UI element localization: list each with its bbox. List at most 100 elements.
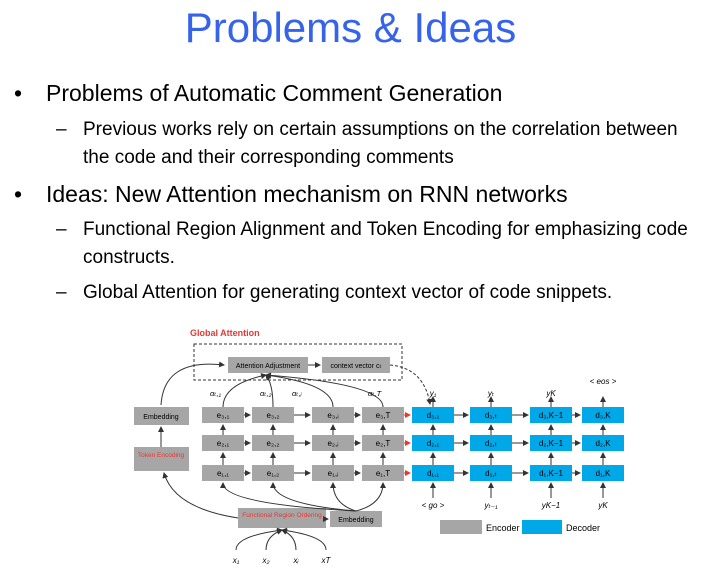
token-encoding-box	[134, 447, 189, 471]
encoder-cell-label: e₂,₂	[267, 439, 280, 448]
encoder-input-arrow	[270, 482, 357, 512]
encoder-cell-label: e₂,₁	[217, 439, 230, 448]
encoder-cell-label: e₃,ᵢ	[327, 411, 338, 420]
attention-weight-label: αₜ,T	[368, 389, 383, 398]
subbullet-assumptions: – Previous works rely on certain assumpt…	[56, 116, 696, 172]
encoder-cell	[312, 465, 354, 481]
bullet-ideas-text: Ideas: New Attention mechanism on RNN ne…	[46, 181, 568, 207]
embedding-bottom-label: Embedding	[338, 517, 374, 524]
legend-decoder-swatch	[522, 520, 562, 534]
attention-weight-arrow	[265, 372, 384, 408]
attention-weight-label: αₜ,ᵢ	[292, 389, 303, 398]
token-input-arrow	[265, 528, 283, 551]
slide-title: Problems & Ideas	[184, 4, 517, 51]
decoder-cell-label: d₃,₁	[427, 411, 440, 420]
attention-weight-label: αₜ,₁	[210, 389, 222, 398]
decoder-input-label: yK	[597, 501, 608, 510]
subbullet-marker: –	[56, 119, 67, 140]
output-label: < eos >	[590, 377, 617, 386]
subbullet-alignment: – Functional Region Alignment and Token …	[56, 216, 701, 272]
encoder-input-arrow	[220, 482, 357, 512]
context-vector-label: context vector cₜ	[330, 363, 381, 370]
decoder-cell	[582, 435, 624, 451]
decoder-cell-label: d₂,ₜ	[485, 439, 497, 448]
encoder-cell	[252, 435, 294, 451]
encoder-cell	[312, 407, 354, 423]
decoder-cell	[530, 465, 572, 481]
legend-encoder-swatch	[440, 520, 482, 534]
decoder-cell	[412, 465, 454, 481]
context-vector-box	[322, 357, 390, 373]
token-input-arrow	[281, 529, 297, 551]
bullet-ideas: • Ideas: New Attention mechanism on RNN n…	[14, 181, 568, 208]
decoder-cell	[470, 407, 512, 423]
encoder-cell	[362, 465, 404, 481]
subbullet-assumptions-text: Previous works rely on certain assumptio…	[83, 119, 678, 168]
encoder-cell-label: e₃,T	[376, 411, 391, 420]
output-label: yK	[545, 389, 556, 398]
decoder-cell	[470, 435, 512, 451]
legend-encoder-label: Encoder	[486, 523, 520, 533]
token-input-arrow	[281, 527, 327, 551]
decoder-cell-label: d₂,K−1	[539, 439, 564, 448]
subbullet-marker: –	[56, 219, 67, 240]
decoder-input-label: yₜ₋₁	[483, 501, 498, 510]
encoder-input-arrow	[330, 482, 357, 512]
functional-region-box	[238, 508, 326, 528]
bullet-problems-text: Problems of Automatic Comment Generation	[46, 80, 503, 106]
embedding-bottom-box	[330, 511, 382, 527]
decoder-cell	[582, 407, 624, 423]
decoder-input-labels: < go > yₜ₋₁ yK−1 yK	[422, 501, 609, 510]
bullet-marker: •	[14, 181, 23, 207]
decoder-cell-label: d₁,ₜ	[485, 469, 497, 478]
decoder-cell-label: d₂,₁	[427, 439, 440, 448]
input-token-label: xᵢ	[293, 556, 300, 565]
encoder-cell-label: e₁,₁	[217, 469, 229, 478]
encoder-cell	[202, 407, 244, 423]
decoder-cell-label: d₁,K−1	[539, 469, 563, 478]
functional-region-label: Functional Region Ordering	[242, 512, 322, 519]
decoder-cell	[530, 435, 572, 451]
decoder-input-label: < go >	[422, 501, 445, 510]
embedding-top-box	[134, 407, 189, 425]
architecture-diagram: Global Attention Attention Adjustment co…	[134, 328, 624, 565]
bullet-problems: • Problems of Automatic Comment Generatio…	[14, 80, 502, 107]
decoder-cell-label: d₁,₁	[427, 469, 439, 478]
encoder-cell-label: e₁,ᵢ	[328, 469, 339, 478]
subbullet-global-attention-text: Global Attention for generating context …	[83, 282, 613, 303]
encoder-cell	[362, 407, 404, 423]
encoder-cell	[252, 407, 294, 423]
output-label: yₜ	[487, 389, 495, 398]
decoder-cell	[530, 407, 572, 423]
encoder-cell	[312, 435, 354, 451]
input-token-label: x₂	[261, 556, 269, 565]
decoder-cell-label: d₃,K	[595, 411, 611, 420]
encoder-cell	[202, 465, 244, 481]
encoder-input-arrow	[355, 482, 386, 512]
embedding-top-label: Embedding	[143, 414, 179, 421]
attention-weight-arrow	[222, 373, 267, 408]
token-encoding-label: Token Encoding	[138, 452, 185, 459]
attention-adjustment-label: Attention Adjustment	[236, 363, 300, 370]
subbullet-global-attention: – Global Attention for generating contex…	[56, 279, 701, 307]
context-to-decoder-arrow	[389, 364, 433, 405]
global-attention-frame	[193, 343, 403, 381]
global-attention-label: Global Attention	[190, 328, 260, 338]
decoder-cell-label: d₃,ₜ	[485, 411, 497, 420]
legend-decoder-label: Decoder	[566, 523, 600, 533]
region-to-token-arrow	[162, 472, 239, 519]
decoder-cell-label: d₂,K	[595, 439, 611, 448]
encoder-cell-label: e₁,T	[376, 469, 390, 478]
decoder-input-label: yK−1	[541, 501, 560, 510]
encoder-cell-label: e₁,₂	[267, 469, 279, 478]
encoder-cell-label: e₃,₁	[217, 411, 230, 420]
bullet-marker: •	[14, 80, 23, 106]
decoder-cell	[470, 465, 512, 481]
attention-adjustment-box	[228, 357, 308, 373]
input-token-label: x₁	[232, 556, 240, 565]
